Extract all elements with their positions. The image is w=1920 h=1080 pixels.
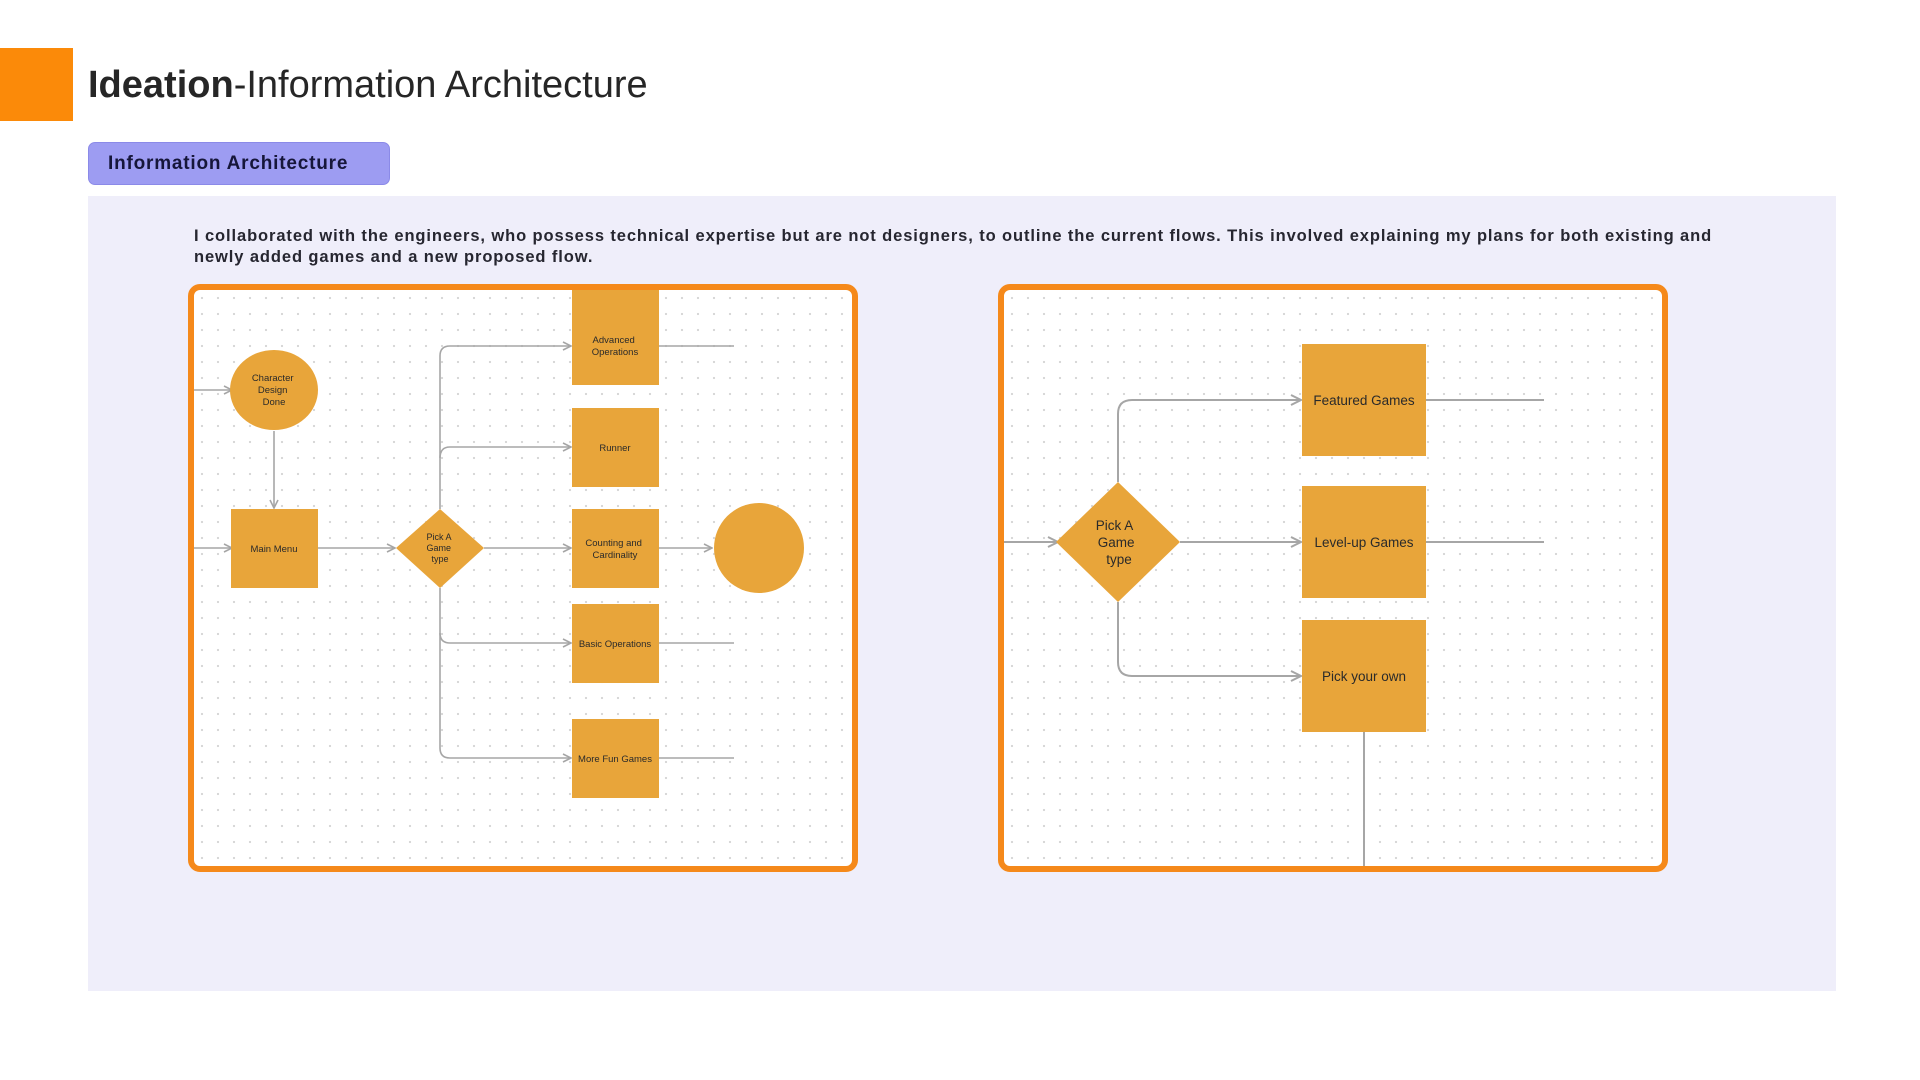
section-description: I collaborated with the engineers, who p… [194, 227, 1713, 266]
connector-pick-basic [439, 588, 571, 643]
connector-pick-runner [439, 447, 571, 459]
node-levelup-games-label: Level-up Games [1314, 535, 1413, 550]
node-offscreen-circle [714, 503, 804, 593]
current-flow-canvas: Character Design Done Main Menu Pick A G… [194, 290, 804, 798]
node-featured-games-label: Featured Games [1313, 393, 1415, 408]
content-panel: I collaborated with the engineers, who p… [88, 196, 1836, 991]
page-title-rest: -Information Architecture [233, 64, 648, 106]
proposed-flow-diagram: Pick A Game type Featured Games Level-up… [998, 284, 1668, 872]
proposed-flow-canvas: Pick A Game type Featured Games Level-up… [1004, 344, 1544, 866]
node-proposed-pick-line1: Pick A [1096, 518, 1134, 533]
node-runner-label: Runner [599, 443, 630, 454]
node-pick-your-own-label: Pick your own [1322, 669, 1406, 684]
node-advanced-line2: Operations [592, 347, 639, 358]
proposed-connectors [1004, 400, 1544, 866]
node-counting-cardinality [572, 509, 659, 588]
node-proposed-pick-line2: Game [1098, 535, 1135, 550]
connector-pick-own [1117, 602, 1301, 676]
node-character-design-line3: Done [263, 397, 286, 408]
node-basic-operations-label: Basic Operations [579, 639, 652, 650]
node-pick-line1: Pick A [426, 532, 451, 542]
node-counting-line1: Counting and [585, 538, 642, 549]
connector-pick-featured [1117, 400, 1301, 482]
node-pick-game-type-label: Pick A Game type [426, 532, 453, 564]
node-more-fun-games-label: More Fun Games [578, 754, 652, 765]
current-connectors [194, 346, 734, 758]
node-advanced-line1: Advanced [593, 335, 635, 346]
node-character-design-label: Character Design Done [252, 373, 296, 408]
node-character-design-line2: Design [258, 385, 288, 396]
page-title: Ideation-Information Architecture [88, 60, 648, 110]
node-runner [572, 408, 659, 487]
node-advanced-operations [572, 290, 659, 385]
node-main-menu [231, 509, 318, 588]
node-counting-line2: Cardinality [593, 550, 638, 561]
node-character-design [230, 350, 318, 430]
connector-pick-morefun [439, 633, 571, 758]
section-badge: Information Architecture [88, 142, 390, 185]
node-pick-game-type [396, 509, 484, 588]
node-levelup-games [1302, 486, 1426, 598]
node-character-design-line1: Character [252, 373, 294, 384]
node-advanced-operations-label: Advanced Operations [592, 335, 639, 358]
node-proposed-pick-line3: type [1106, 552, 1132, 567]
current-flow-diagram: Character Design Done Main Menu Pick A G… [188, 284, 858, 872]
node-pick-line3: type [431, 554, 448, 564]
connector-pick-advanced [439, 346, 571, 509]
node-counting-label: Counting and Cardinality [585, 538, 644, 561]
node-proposed-pick-label: Pick A Game type [1096, 518, 1139, 567]
node-basic-operations [572, 604, 659, 683]
accent-square [0, 48, 73, 121]
node-proposed-pick-game-type [1056, 482, 1180, 602]
node-more-fun-games [572, 719, 659, 798]
node-pick-your-own [1302, 620, 1426, 732]
node-main-menu-label: Main Menu [251, 544, 298, 555]
node-featured-games [1302, 344, 1426, 456]
node-pick-line2: Game [426, 543, 451, 553]
page-title-bold: Ideation [88, 64, 234, 106]
